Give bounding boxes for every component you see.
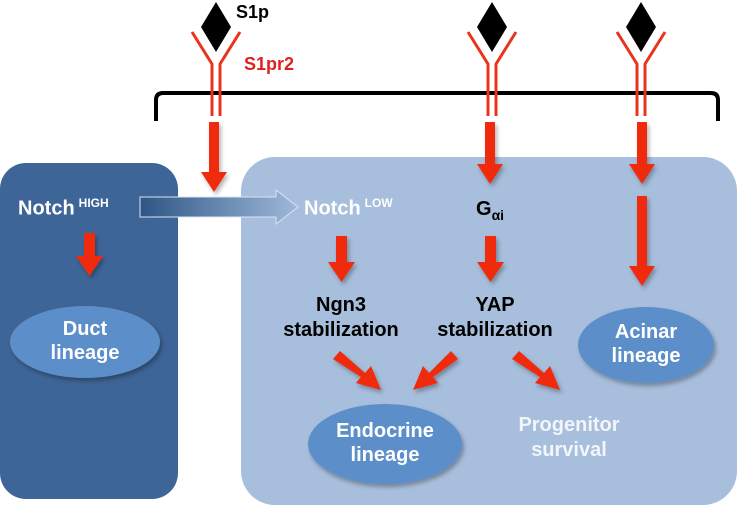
s1p-ligand-1 <box>201 2 231 52</box>
s1pr2-receptor-2 <box>466 31 518 116</box>
acinar-lineage-text: Acinar lineage <box>578 320 714 368</box>
notch-transition-arrow <box>139 188 299 226</box>
s1pr2-label: S1pr2 <box>244 54 295 74</box>
arrow-yap-to-endocrine <box>413 351 458 390</box>
duct-lineage-ellipse <box>10 306 160 378</box>
s1pr2-receptor-3 <box>615 31 667 116</box>
s1p-ligand-3 <box>626 2 656 52</box>
endocrine-lineage-text: Endocrine lineage <box>308 419 462 467</box>
ngn3-line2: stabilization <box>283 319 399 341</box>
galpha-main: G <box>476 198 492 220</box>
duct-line2: lineage <box>50 342 120 364</box>
acinar-line1: Acinar <box>614 321 678 343</box>
ngn3-stabilization-label: Ngn3 stabilization <box>266 293 416 343</box>
notch-low-superscript: LOW <box>364 196 393 210</box>
notch-high-superscript: HIGH <box>78 196 109 210</box>
galpha-subscript: αi <box>491 207 505 223</box>
duct-line1: Duct <box>62 318 108 340</box>
s1p-ligand-2 <box>477 2 507 52</box>
s1p-label: S1p <box>236 2 270 22</box>
arrow-ngn3-to-endocrine <box>333 351 381 390</box>
yap-line2: stabilization <box>437 319 553 341</box>
ngn3-line1: Ngn3 <box>316 294 366 316</box>
arrow-receptor1-down <box>201 122 227 192</box>
acinar-line2: lineage <box>611 345 681 367</box>
arrow-notch-high-to-duct <box>76 233 103 276</box>
notch-high-main: Notch <box>18 197 75 220</box>
yap-stabilization-label: YAP stabilization <box>420 293 570 343</box>
progenitor-survival-label: Progenitor survival <box>494 413 644 463</box>
galpha-label: Gαi <box>476 198 504 223</box>
endocrine-line2: lineage <box>350 444 420 466</box>
yap-line1: YAP <box>475 294 515 316</box>
endocrine-line1: Endocrine <box>336 420 434 442</box>
acinar-lineage-ellipse <box>578 307 714 383</box>
arrow-galpha-to-yap <box>477 236 504 282</box>
arrow-yap-to-progenitor <box>512 351 560 390</box>
progenitor-line1: Progenitor <box>518 414 620 436</box>
receptor-bracket <box>154 91 720 121</box>
duct-lineage-text: Duct lineage <box>10 317 160 365</box>
arrow-receptor2-down <box>477 122 503 184</box>
endocrine-lineage-ellipse <box>308 404 462 484</box>
progenitor-line2: survival <box>531 439 607 461</box>
arrow-receptor3-down-upper <box>629 122 655 184</box>
notch-low-main: Notch <box>304 197 361 220</box>
arrow-notch-low-to-ngn3 <box>328 236 355 282</box>
arrow-receptor3-down-lower <box>629 196 655 286</box>
s1pr2-receptor-1 <box>190 31 242 116</box>
